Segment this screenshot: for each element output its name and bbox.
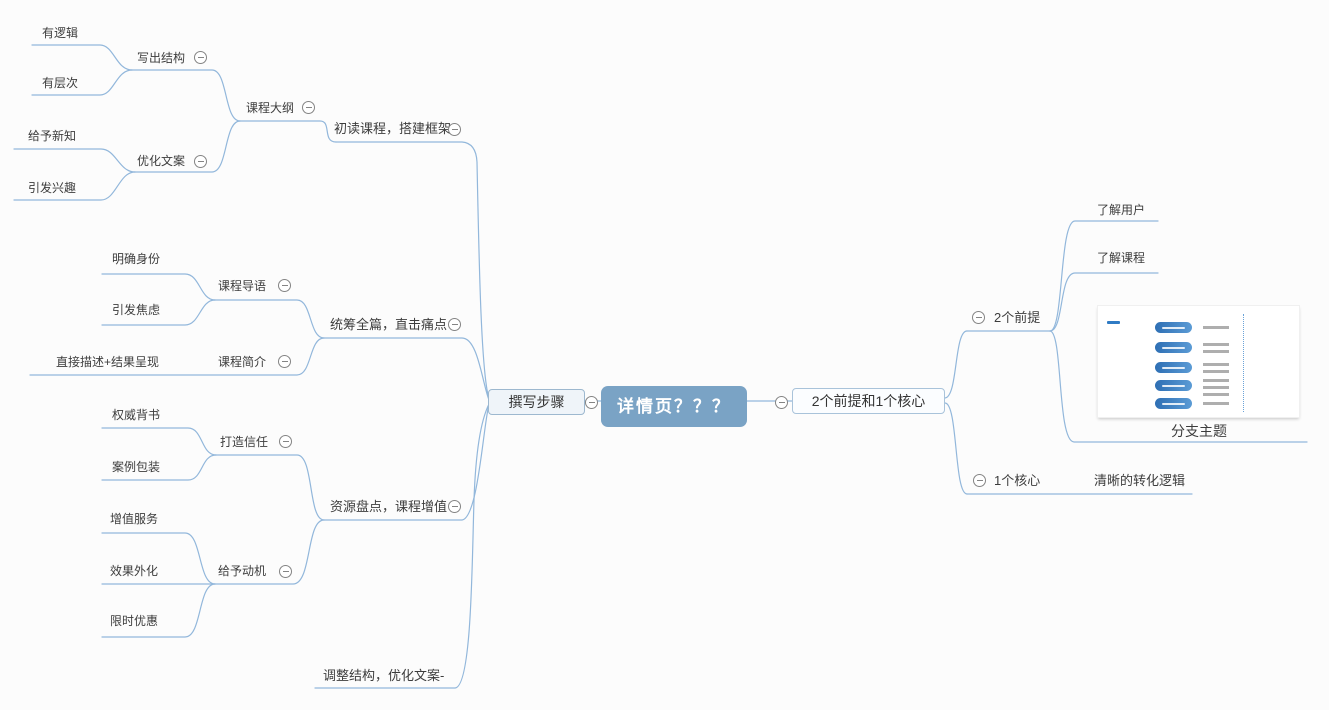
thumbnail-pill	[1155, 362, 1192, 373]
topic-resource-inventory[interactable]: 资源盘点，课程增值	[330, 499, 448, 514]
topic-course-outline[interactable]: 课程大纲	[246, 101, 295, 115]
topic-direct-description[interactable]: 直接描述+结果呈现	[56, 355, 160, 369]
topic-effect-externalization[interactable]: 效果外化	[110, 564, 159, 578]
topic-know-course[interactable]: 了解课程	[1097, 251, 1146, 265]
thumbnail-text-line	[1203, 343, 1229, 346]
collapse-icon[interactable]	[972, 311, 985, 324]
collapse-icon[interactable]	[448, 318, 461, 331]
thumbnail-pill	[1155, 398, 1192, 409]
thumbnail-pill	[1155, 322, 1192, 333]
thumbnail-pill	[1155, 380, 1192, 391]
topic-build-trust[interactable]: 打造信任	[220, 435, 269, 449]
collapse-icon[interactable]	[973, 474, 986, 487]
topic-trigger-anxiety[interactable]: 引发焦虑	[112, 303, 161, 317]
topic-root-detail-page[interactable]: 详情页？？？	[601, 386, 747, 427]
thumbnail-dash-icon	[1107, 321, 1120, 324]
thumbnail-text-line	[1203, 370, 1229, 373]
topic-new-knowledge[interactable]: 给予新知	[28, 129, 77, 143]
thumbnail-dotted-divider	[1243, 314, 1244, 412]
thumbnail-text-line	[1203, 393, 1229, 396]
topic-adjust-structure[interactable]: 调整结构，优化文案-	[323, 668, 445, 683]
topic-spark-interest[interactable]: 引发兴趣	[28, 181, 77, 195]
topic-optimize-copy[interactable]: 优化文案	[137, 154, 186, 168]
collapse-icon[interactable]	[278, 355, 291, 368]
collapse-icon[interactable]	[279, 565, 292, 578]
topic-write-structure[interactable]: 写出结构	[137, 51, 186, 65]
collapse-icon[interactable]	[448, 500, 461, 513]
topic-limited-time-offer[interactable]: 限时优惠	[110, 614, 159, 628]
topic-layered[interactable]: 有层次	[42, 76, 79, 90]
thumbnail-text-line	[1203, 363, 1229, 366]
collapse-icon[interactable]	[279, 435, 292, 448]
topic-writing-steps[interactable]: 撰写步骤	[488, 389, 585, 415]
topic-branch-caption[interactable]: 分支主题	[1171, 423, 1227, 439]
topic-clear-conversion-logic[interactable]: 清晰的转化逻辑	[1094, 473, 1186, 488]
collapse-icon[interactable]	[775, 396, 788, 409]
collapse-icon[interactable]	[194, 155, 207, 168]
thumbnail-text-line	[1203, 350, 1229, 353]
thumbnail-text-line	[1203, 402, 1229, 405]
thumbnail-pill	[1155, 342, 1192, 353]
collapse-icon[interactable]	[302, 101, 315, 114]
collapse-icon[interactable]	[448, 123, 461, 136]
topic-authority-endorsement[interactable]: 权威背书	[112, 408, 161, 422]
topic-two-premises[interactable]: 2个前提	[994, 310, 1041, 325]
attached-image-thumbnail[interactable]	[1097, 305, 1300, 418]
topic-clarify-identity[interactable]: 明确身份	[112, 252, 161, 266]
topic-give-motivation[interactable]: 给予动机	[218, 564, 267, 578]
topic-first-read-build-frame[interactable]: 初读课程，搭建框架	[334, 121, 452, 136]
topic-course-lead-in[interactable]: 课程导语	[218, 279, 267, 293]
topic-logical[interactable]: 有逻辑	[42, 26, 79, 40]
topic-case-packaging[interactable]: 案例包装	[112, 460, 161, 474]
thumbnail-text-line	[1203, 386, 1229, 389]
topic-know-users[interactable]: 了解用户	[1097, 203, 1146, 217]
topic-value-added-service[interactable]: 增值服务	[110, 512, 159, 526]
topic-two-premises-one-core[interactable]: 2个前提和1个核心	[792, 388, 945, 414]
topic-overall-pain-points[interactable]: 统筹全篇，直击痛点	[330, 317, 448, 332]
collapse-icon[interactable]	[585, 396, 598, 409]
collapse-icon[interactable]	[194, 51, 207, 64]
thumbnail-text-line	[1203, 379, 1229, 382]
topic-course-brief[interactable]: 课程简介	[218, 355, 267, 369]
collapse-icon[interactable]	[278, 279, 291, 292]
topic-one-core[interactable]: 1个核心	[994, 473, 1041, 488]
thumbnail-text-line	[1203, 326, 1229, 329]
